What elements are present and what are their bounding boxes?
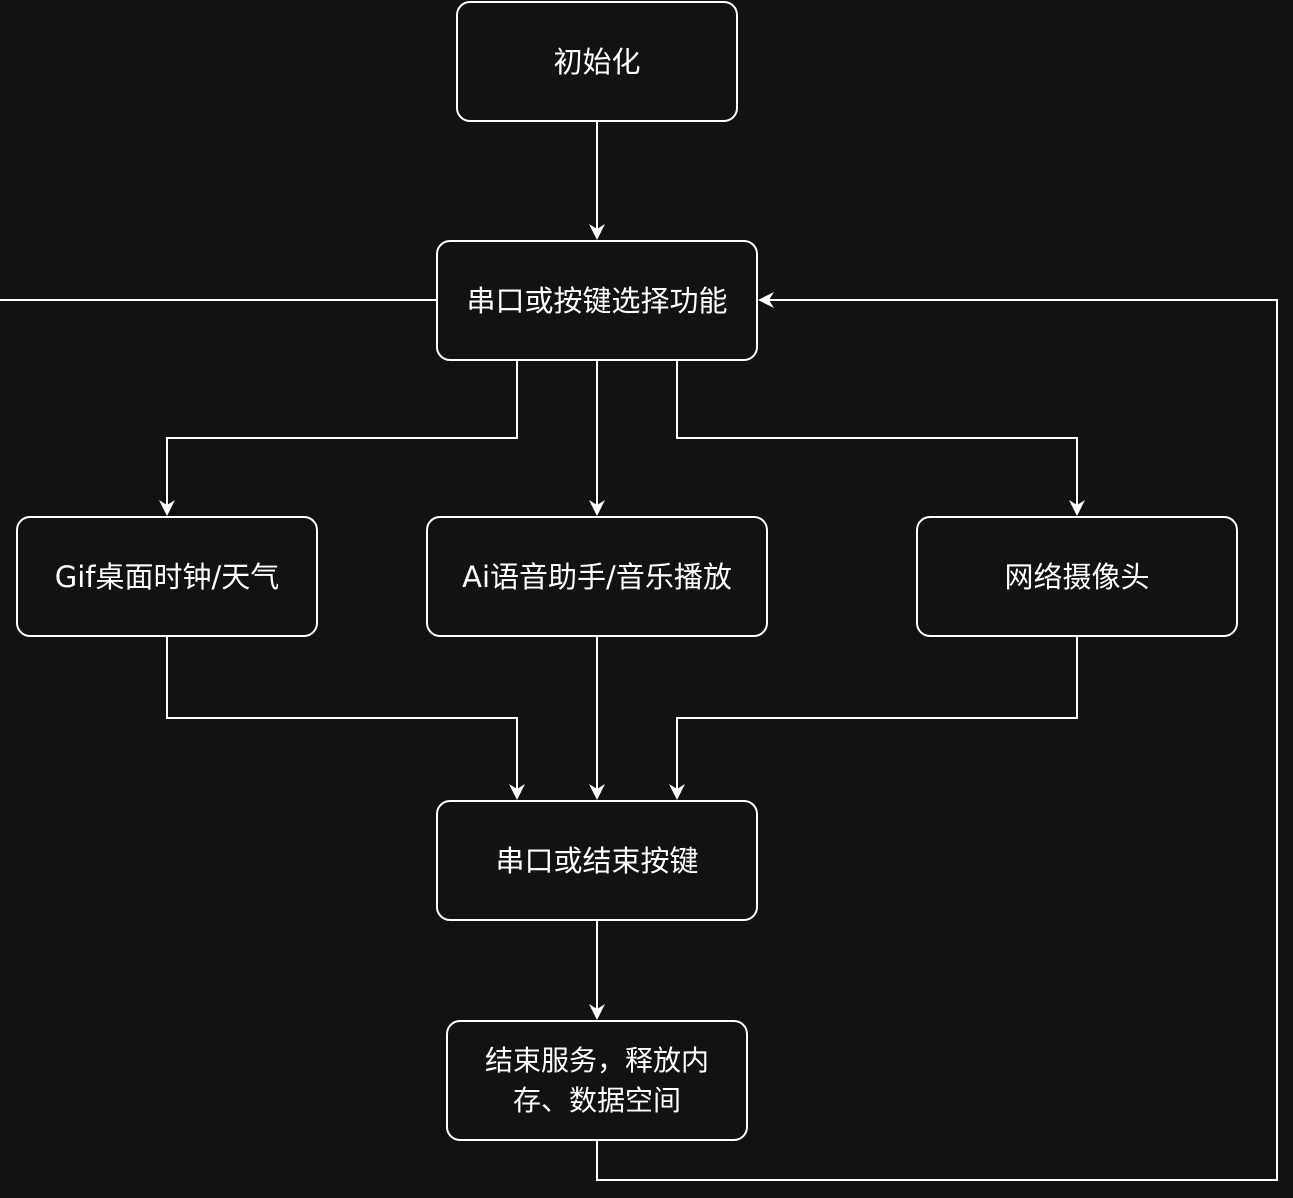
node-network-camera[interactable]: 网络摄像头 — [916, 516, 1238, 637]
node-end-key[interactable]: 串口或结束按键 — [436, 800, 758, 921]
edge-select-to-camera — [676, 361, 1085, 516]
edge-camera-to-end-key — [669, 637, 1078, 800]
node-select-function[interactable]: 串口或按键选择功能 — [436, 240, 758, 361]
edge-select-to-gif — [159, 361, 518, 516]
node-init[interactable]: 初始化 — [456, 1, 738, 122]
node-ai-voice-music[interactable]: Ai语音助手/音乐播放 — [426, 516, 768, 637]
edge-release-to-select — [596, 292, 1278, 1181]
edge-gif-to-end-key — [166, 637, 525, 800]
node-release-resources[interactable]: 结束服务，释放内 存、数据空间 — [446, 1020, 748, 1141]
node-gif-clock-weather[interactable]: Gif桌面时钟/天气 — [16, 516, 318, 637]
